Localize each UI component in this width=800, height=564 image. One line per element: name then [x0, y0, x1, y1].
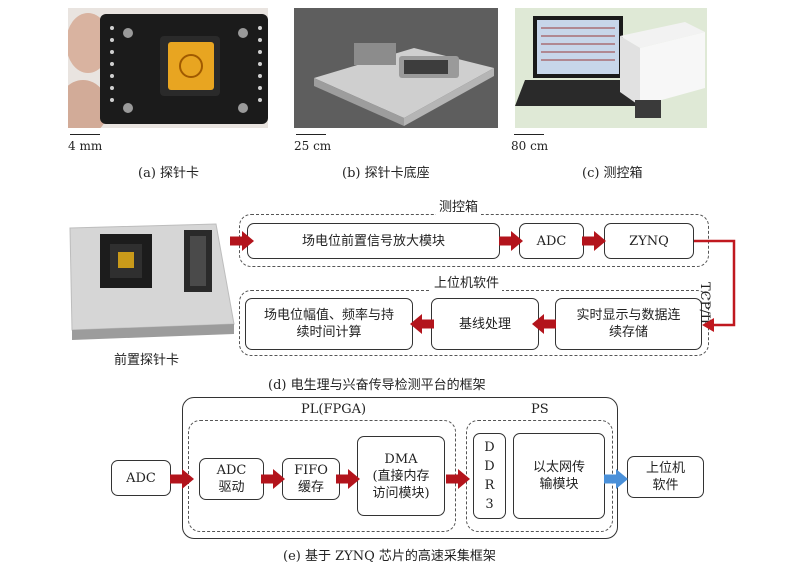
caption-a: (a) 探针卡 — [138, 166, 200, 181]
scale-bar-b — [296, 134, 326, 135]
scale-label-a: 4 mm — [68, 139, 103, 153]
scale-bar-a — [70, 134, 100, 135]
field-potential-calc-box: 场电位幅值、频率与持续时间计算 — [245, 298, 413, 350]
dma-label: DMA(直接内存访问模块) — [372, 451, 430, 501]
scale-label-b: 25 cm — [294, 139, 332, 153]
front-probe-card-label: 前置探针卡 — [114, 353, 180, 368]
caption-d: (d) 电生理与兴奋传导检测平台的框架 — [268, 378, 486, 393]
ps-title: PS — [531, 402, 549, 417]
control-box-title: 测控箱 — [436, 196, 482, 215]
ethernet-module-box: 以太网传输模块 — [513, 433, 605, 519]
scale-label-c: 80 cm — [511, 139, 549, 153]
control-box-photo — [515, 8, 707, 128]
zynq-label-d: ZYNQ — [629, 233, 669, 249]
dma-box: DMA(直接内存访问模块) — [357, 436, 445, 516]
probe-base-photo — [294, 8, 498, 128]
realtime-display-box: 实时显示与数据连续存储 — [555, 298, 702, 350]
adc-box-e: ADC — [111, 460, 171, 496]
pc-software-label-e: 上位机软件 — [645, 461, 685, 493]
front-probe-card-render — [66, 220, 238, 342]
caption-e: (e) 基于 ZYNQ 芯片的高速采集框架 — [283, 549, 496, 564]
adc-box-d: ADC — [519, 223, 584, 259]
caption-b: (b) 探针卡底座 — [342, 166, 430, 181]
field-potential-calc-label: 场电位幅值、频率与持续时间计算 — [263, 308, 394, 340]
amplifier-module-box: 场电位前置信号放大模块 — [247, 223, 500, 259]
zynq-box-d: ZYNQ — [604, 223, 694, 259]
adc-label-d: ADC — [536, 233, 567, 249]
tcpip-label: TCP/IP — [697, 282, 712, 328]
probe-card-photo — [68, 8, 268, 128]
caption-c: (c) 测控箱 — [582, 166, 643, 181]
realtime-display-label: 实时显示与数据连续存储 — [576, 308, 681, 340]
pc-software-title: 上位机软件 — [431, 272, 503, 291]
baseline-label: 基线处理 — [458, 316, 511, 332]
ethernet-module-label: 以太网传输模块 — [532, 460, 585, 492]
amplifier-module-label: 场电位前置信号放大模块 — [301, 233, 445, 249]
baseline-box: 基线处理 — [431, 298, 539, 350]
adc-label-e: ADC — [126, 470, 156, 486]
pc-software-box-e: 上位机软件 — [627, 456, 704, 498]
zynq-chip-outline — [182, 397, 618, 539]
pl-fpga-title: PL(FPGA) — [301, 402, 367, 417]
scale-bar-c — [514, 134, 544, 135]
